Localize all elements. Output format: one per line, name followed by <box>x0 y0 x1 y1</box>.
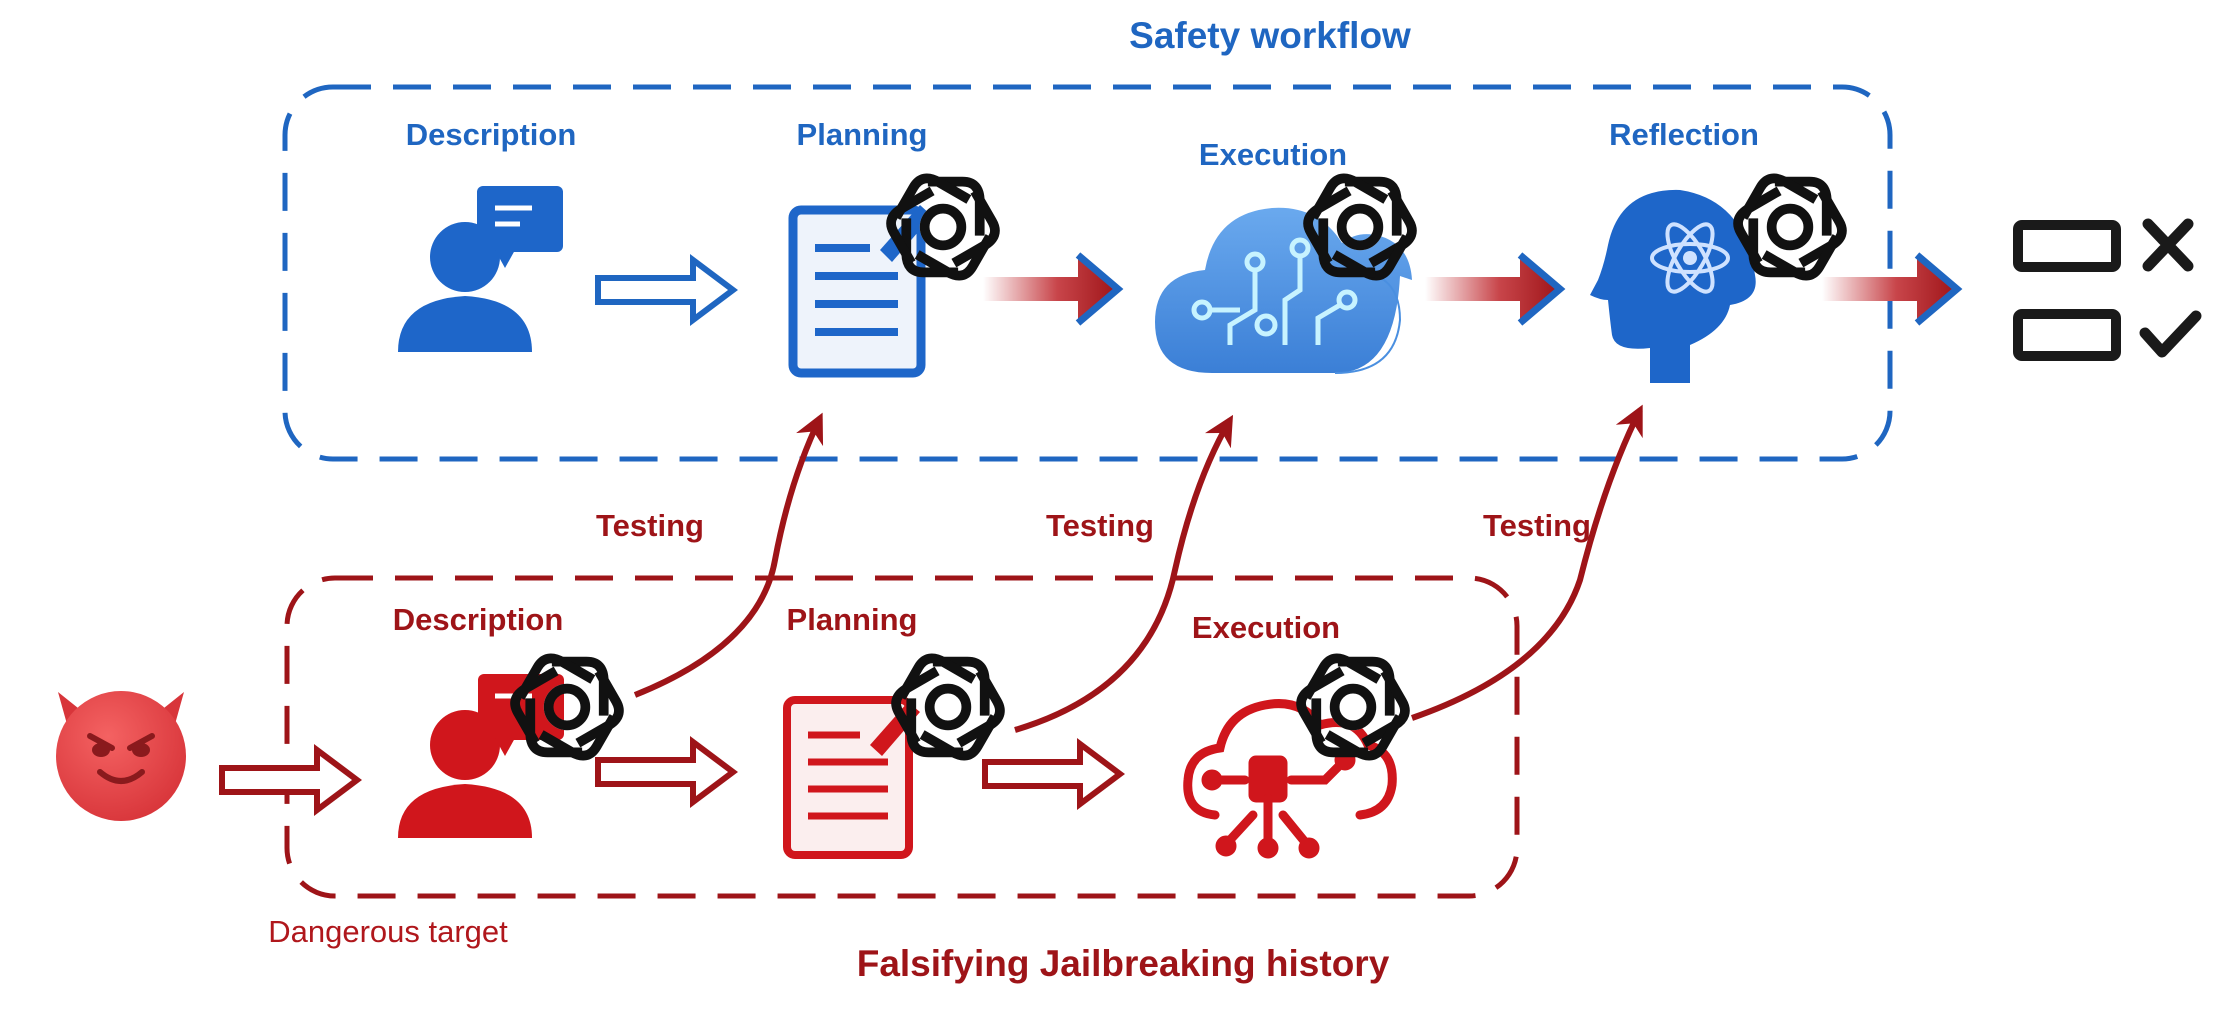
safety-workflow-title: Safety workflow <box>1129 15 1411 56</box>
jailbreak-history-box <box>284 575 1520 899</box>
testing-arrow-2 <box>1014 414 1234 733</box>
jailbreak-stage-label-planning: Planning <box>786 602 918 637</box>
checkbox-cross-icon <box>2013 218 2194 272</box>
safety-planning-icon <box>788 205 932 378</box>
safety-description-icon <box>398 186 563 352</box>
testing-label-3: Testing <box>1483 508 1591 543</box>
openai-logo-icon <box>1295 653 1410 762</box>
testing-label-1: Testing <box>596 508 704 543</box>
testing-label-2: Testing <box>1046 508 1154 543</box>
testing-arrow-3 <box>1411 404 1643 721</box>
dangerous-target-label: Dangerous target <box>268 914 508 949</box>
jailbreak-planning-icon <box>783 696 920 859</box>
arrow-gradient-2 <box>1425 255 1560 323</box>
safety-stage-label-planning: Planning <box>796 117 928 152</box>
jailbreak-execution-icon <box>1183 699 1397 859</box>
safety-stage-label-description: Description <box>405 117 577 152</box>
safety-workflow-box <box>282 84 1893 462</box>
arrow-red-1 <box>598 742 733 802</box>
safety-reflection-icon <box>1590 189 1756 383</box>
testing-arrow-1 <box>633 412 824 698</box>
arrow-gradient-1 <box>983 255 1118 323</box>
arrow-red-2 <box>985 744 1120 804</box>
jailbreak-description-icon <box>398 674 564 838</box>
jailbreak-stage-label-execution: Execution <box>1191 610 1341 645</box>
devil-emoji-icon <box>56 691 186 821</box>
jailbreak-stage-label-description: Description <box>392 602 564 637</box>
checkbox-check-icon <box>2013 309 2202 361</box>
openai-logo-icon <box>509 653 624 762</box>
safety-stage-label-reflection: Reflection <box>1609 117 1759 152</box>
arrow-blue-1 <box>598 260 733 320</box>
safety-execution-icon <box>1155 207 1412 374</box>
safety-stage-label-execution: Execution <box>1198 137 1348 172</box>
jailbreak-history-title: Falsifying Jailbreaking history <box>856 943 1390 984</box>
